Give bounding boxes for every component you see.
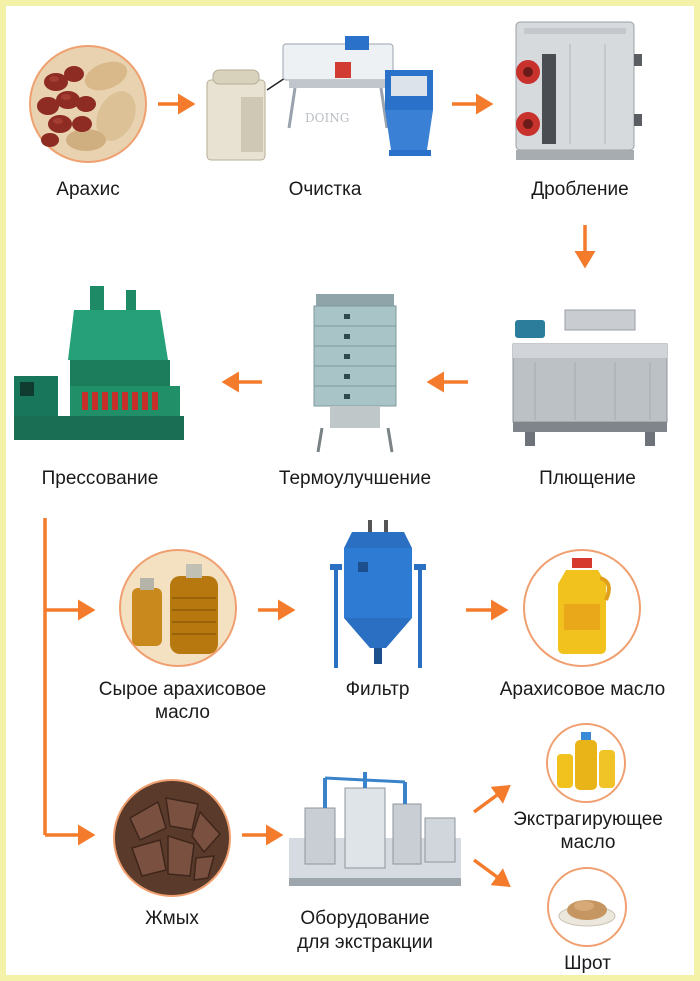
label-extraction-line2: для экстракции [297, 932, 433, 953]
label-crude-oil-line1: Сырое арахисовое [98, 679, 267, 700]
label-cleaning: Очистка [288, 179, 362, 200]
cake-image [113, 779, 231, 897]
label-cake: Жмых [145, 908, 199, 929]
extraction-equipment-image [289, 772, 461, 886]
label-conditioning: Термоулучшение [278, 468, 432, 489]
flaker-image [512, 309, 668, 446]
arrow-extraction-to-meal [472, 858, 511, 888]
peanuts-image [29, 45, 147, 163]
extracted-oil-image [546, 723, 626, 803]
watermark-text: DOING [305, 111, 349, 125]
label-crushing: Дробление [531, 179, 629, 200]
label-extracted-oil-line2: масло [560, 832, 616, 853]
meal-image [547, 867, 627, 947]
label-extraction-line1: Оборудование [300, 908, 430, 929]
label-flaking: Плющение [539, 468, 636, 489]
peanut-oil-image [523, 549, 641, 667]
crusher-image [515, 21, 642, 160]
label-peanuts: Арахис [56, 179, 120, 200]
label-meal: Шрот [564, 953, 611, 974]
oil-press-image [14, 286, 184, 440]
label-crude-oil-line2: масло [155, 702, 210, 723]
label-extracted-oil-line1: Экстрагирующее [513, 809, 663, 830]
label-pressing: Прессование [41, 468, 159, 489]
crude-oil-image [119, 549, 237, 667]
label-peanut-oil: Арахисовое масло [499, 679, 666, 700]
conditioner-image [313, 294, 397, 453]
filter-image [330, 520, 426, 668]
label-filter: Фильтр [345, 679, 410, 700]
arrow-extraction-to-extracted-oil [472, 784, 511, 814]
cleaning-equipment-image: DOING [206, 36, 433, 161]
